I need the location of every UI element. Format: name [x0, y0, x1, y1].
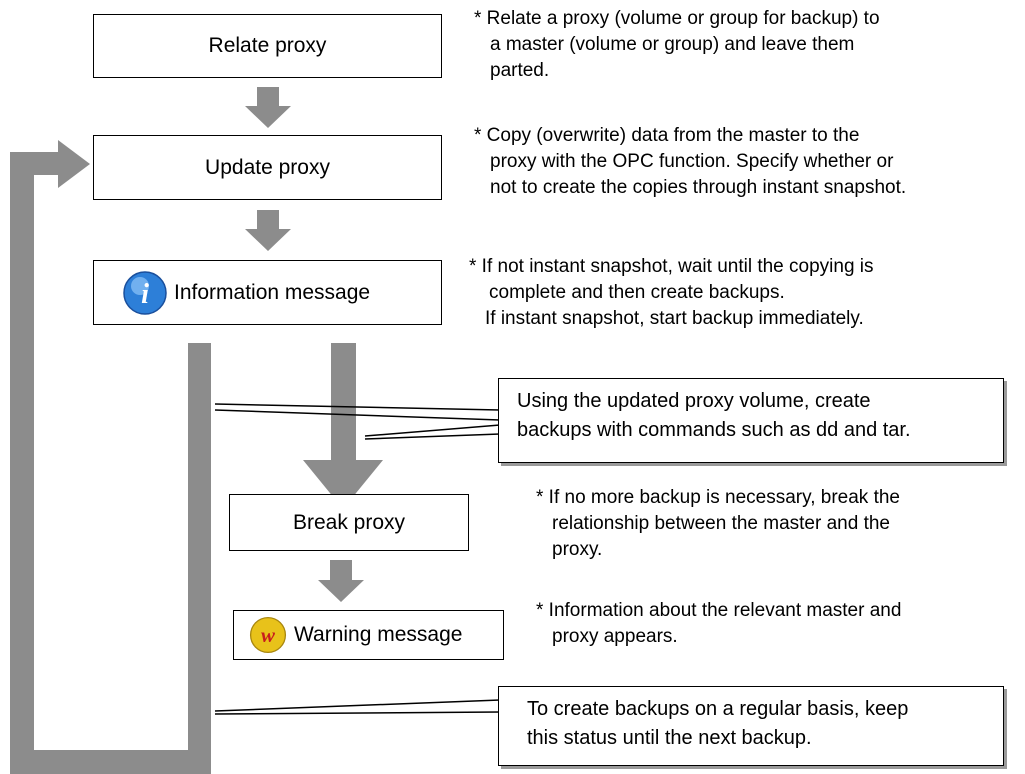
note-break-line-3: proxy. — [552, 539, 603, 560]
arrow-break-to-warning — [318, 560, 364, 602]
step-relate-proxy-label: Relate proxy — [208, 34, 327, 57]
note-info-line-3: If instant snapshot, start backup immedi… — [485, 308, 864, 329]
step-break-proxy-label: Break proxy — [292, 510, 406, 534]
callout-regular-pointer-1 — [214, 699, 501, 712]
step-break-proxy: Break proxy — [229, 494, 469, 551]
note-relate-line-3: parted. — [490, 60, 550, 81]
step-information-message-label: Information message — [174, 280, 371, 304]
note-info: * If not instant snapshot, wait until th… — [469, 254, 874, 332]
step-update-proxy-label: Update proxy — [205, 155, 330, 179]
svg-text:w: w — [261, 623, 275, 647]
warning-icon: w — [249, 616, 287, 654]
step-relate-proxy: Relate proxy — [93, 14, 442, 78]
callout-backup-pointer-1 — [214, 403, 501, 411]
callout-regular: To create backups on a regular basis, ke… — [498, 686, 1004, 766]
note-warning-line-1: * Information about the relevant master … — [536, 600, 902, 621]
callout-backup-pointer-3 — [364, 424, 501, 437]
arrow-update-to-info — [245, 210, 291, 251]
callout-backup: Using the updated proxy volume, create b… — [498, 378, 1004, 463]
callout-backup-line-1: Using the updated proxy volume, create — [517, 390, 871, 412]
svg-text:i: i — [141, 279, 149, 310]
note-update-line-1: * Copy (overwrite) data from the master … — [474, 125, 860, 146]
callout-regular-pointer-2 — [214, 711, 501, 715]
step-warning-message: w Warning message — [233, 610, 504, 660]
callout-regular-line-2: this status until the next backup. — [527, 727, 812, 749]
loop-bar-top — [10, 140, 90, 188]
note-relate: * Relate a proxy (volume or group for ba… — [474, 6, 880, 84]
note-update-line-2: proxy with the OPC function. Specify whe… — [490, 151, 894, 172]
note-info-line-2: complete and then create backups. — [489, 282, 785, 303]
step-warning-message-label: Warning message — [294, 623, 463, 646]
note-break-line-1: * If no more backup is necessary, break … — [536, 487, 900, 508]
arrow-relate-to-update — [245, 87, 291, 128]
callout-backup-pointer-2 — [214, 409, 501, 421]
note-warning: * Information about the relevant master … — [536, 598, 901, 650]
note-break-line-2: relationship between the master and the — [552, 513, 890, 534]
note-break: * If no more backup is necessary, break … — [536, 485, 900, 563]
note-info-line-1: * If not instant snapshot, wait until th… — [469, 256, 874, 277]
step-information-message: i Information message — [93, 260, 442, 325]
note-relate-line-2: a master (volume or group) and leave the… — [490, 34, 855, 55]
information-icon: i — [123, 270, 167, 315]
step-update-proxy: Update proxy — [93, 135, 442, 200]
note-update-line-3: not to create the copies through instant… — [490, 177, 907, 198]
callout-regular-line-1: To create backups on a regular basis, ke… — [527, 698, 909, 720]
callout-backup-line-2: backups with commands such as dd and tar… — [517, 419, 911, 441]
loop-bar — [10, 152, 211, 774]
note-relate-line-1: * Relate a proxy (volume or group for ba… — [474, 8, 880, 29]
note-update: * Copy (overwrite) data from the master … — [474, 123, 906, 201]
note-warning-line-2: proxy appears. — [552, 626, 678, 647]
arrow-info-to-break — [303, 343, 383, 509]
callout-backup-pointer-4 — [364, 433, 501, 440]
